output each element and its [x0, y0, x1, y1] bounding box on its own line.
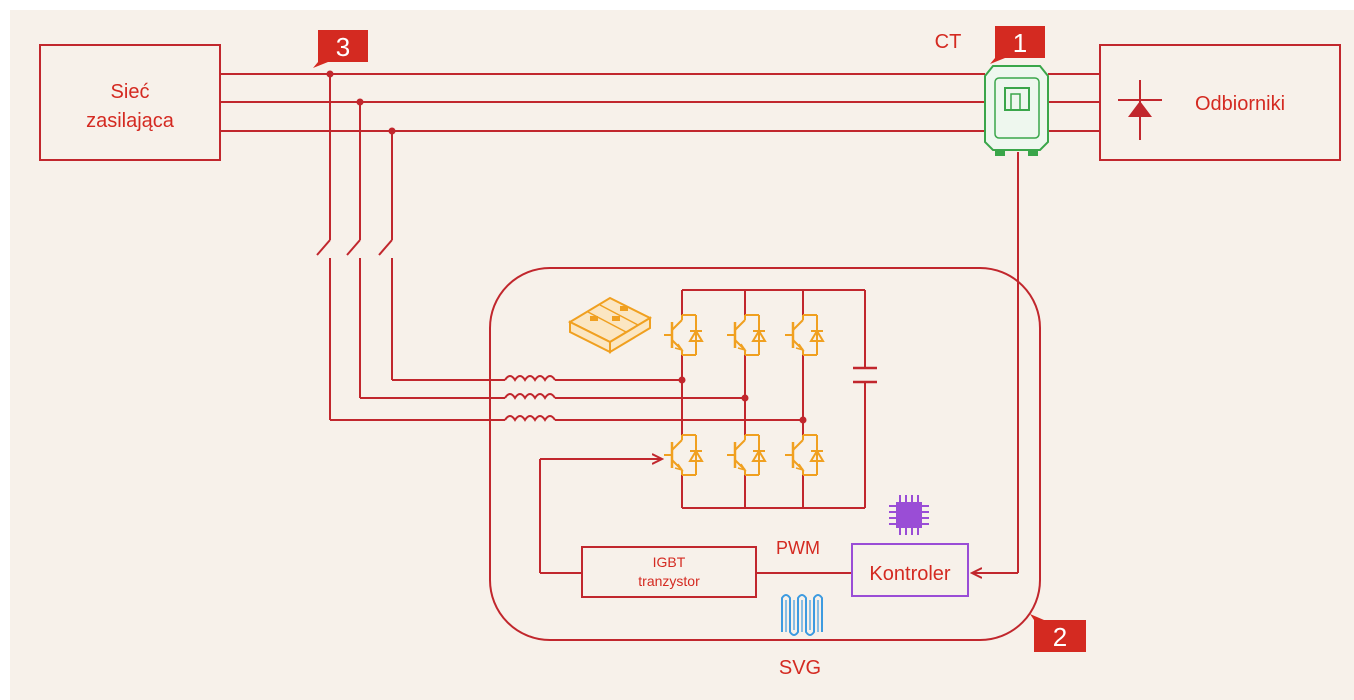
controller-box	[851, 543, 969, 597]
junction-dot	[678, 376, 686, 384]
svg-enclosure	[489, 267, 1041, 641]
chip-icon	[889, 495, 929, 535]
controller-label: Kontroler	[869, 563, 950, 585]
driver-feedback-wire	[539, 459, 662, 574]
bridge-wiring	[681, 289, 866, 509]
ct-feedback-wire	[972, 152, 1019, 573]
current-transformer-icon	[984, 65, 1049, 156]
igbt-label-line1: IGBT	[653, 554, 686, 570]
badge-2-text: 2	[1053, 622, 1067, 652]
badge-3: 3	[313, 30, 368, 68]
grid-label-line2: zasilająca	[86, 110, 175, 132]
loads-label: Odbiorniki	[1195, 93, 1285, 115]
pwm-label: PWM	[776, 538, 820, 558]
diode-icon	[1118, 80, 1162, 140]
junction-dot	[799, 416, 807, 424]
phase-lines	[220, 73, 1100, 132]
igbt-label-line2: tranzystor	[638, 573, 700, 589]
badge-1: 1	[990, 26, 1045, 64]
igbt-module-icon	[567, 296, 653, 354]
badge-1-text: 1	[1013, 28, 1027, 58]
inductor-coils	[504, 375, 803, 422]
ct-label: CT	[935, 31, 962, 53]
cooling-coil-icon	[781, 594, 823, 636]
svg-label: SVG	[779, 657, 821, 679]
badge-2: 2	[1030, 614, 1086, 652]
junction-dot	[741, 394, 749, 402]
drop-lines	[316, 74, 505, 421]
badge-3-text: 3	[336, 32, 350, 62]
capacitor-icon	[853, 366, 877, 384]
grid-label-line1: Sieć	[111, 81, 150, 103]
